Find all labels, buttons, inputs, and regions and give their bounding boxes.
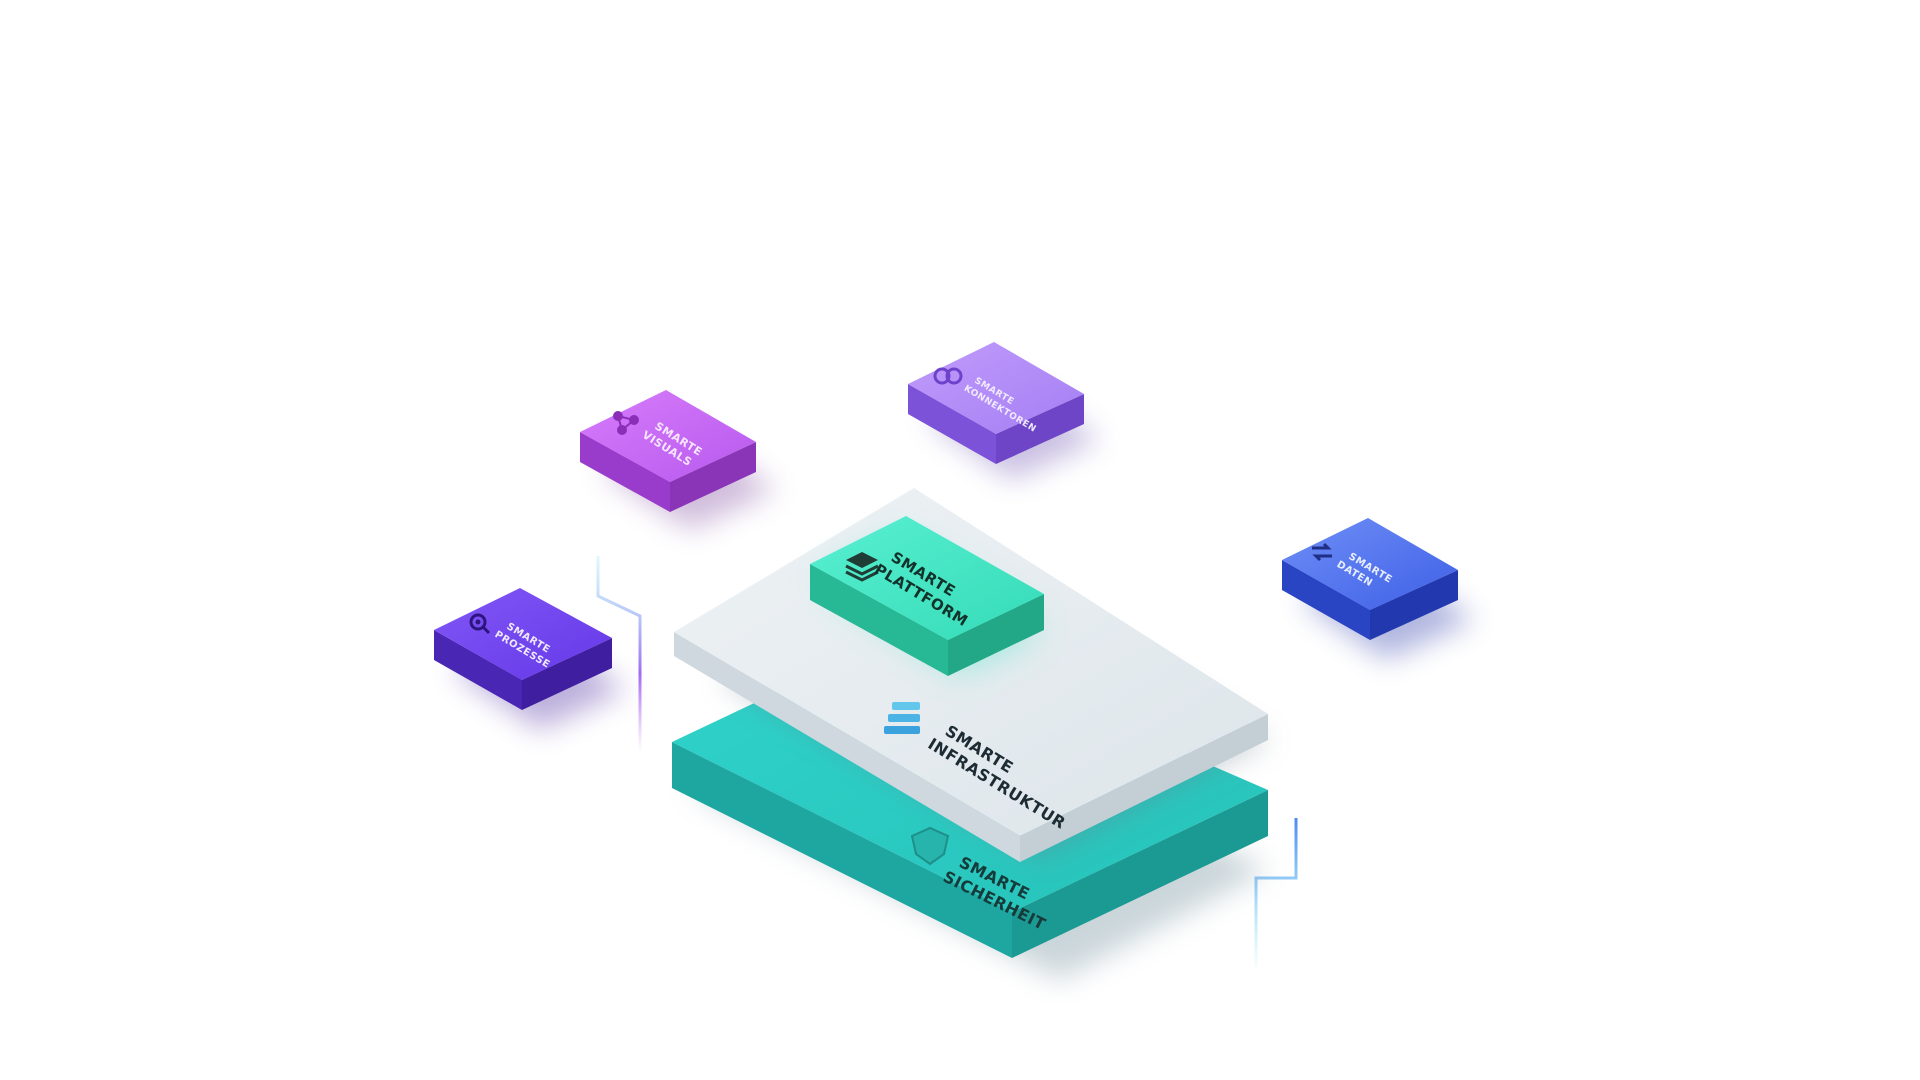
module-daten-top [1282,518,1458,610]
layer-plattform-top [810,516,1044,640]
connector-line-left [596,556,642,752]
process-gear-icon [469,613,491,635]
layer-infrastruktur-side-left [674,632,1020,862]
module-konnektoren-top [908,342,1084,434]
module-visuals: SMARTE VISUALS [580,390,776,530]
network-icon [613,411,639,435]
connector-line-right-bottom [1254,818,1298,972]
stack-layers-icon [845,552,879,582]
module-konnektoren-side-left [908,384,996,464]
layer-plattform-side-right [948,594,1044,676]
module-daten-side-left [1282,560,1370,640]
shield-icon [910,826,950,866]
module-visuals-side-right [670,442,756,512]
data-transfer-icon [1312,542,1332,562]
module-konnektoren: SMARTE KONNEKTOREN [908,342,1100,480]
server-stack-icon [884,702,920,734]
module-prozesse-side-left [434,630,522,710]
layer-infrastruktur-side-right [1020,714,1268,862]
link-rings-icon [933,367,963,385]
module-prozesse: SMARTE PROZESSE [434,588,626,730]
layer-plattform-side-left [810,564,948,676]
layer-sicherheit-side-left [672,742,1012,958]
layer-sicherheit-side-right [1012,790,1268,958]
module-prozesse-top [434,588,612,680]
module-daten-side-right [1370,570,1458,640]
module-visuals-top [580,390,756,482]
module-daten: SMARTE DATEN [1282,518,1474,660]
module-prozesse-side-right [522,638,612,710]
connector-lines [596,340,1298,972]
module-visuals-side-left [580,432,670,512]
layer-plattform: SMARTE PLATTFORM [810,516,1044,676]
module-konnektoren-side-right [996,394,1084,464]
